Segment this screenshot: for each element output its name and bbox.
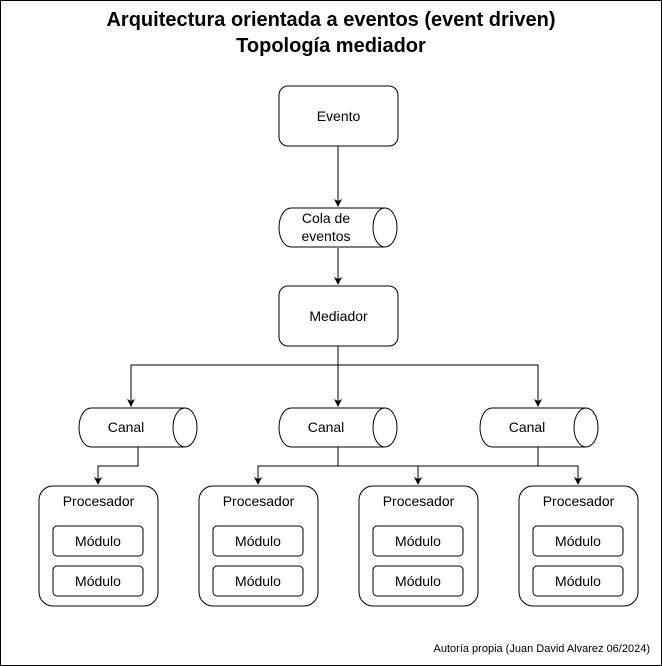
connectors bbox=[94, 146, 582, 485]
modulo-label: Módulo bbox=[555, 573, 601, 589]
modulo-label: Módulo bbox=[395, 533, 441, 549]
connector-canal-left-procesador-1 bbox=[94, 446, 139, 485]
procesador-label: Procesador bbox=[543, 493, 615, 509]
canal-label: Canal bbox=[108, 419, 145, 435]
cola-label-line-1: Cola de bbox=[302, 210, 350, 226]
procesador-label: Procesador bbox=[223, 493, 295, 509]
cola-label-line-2: eventos bbox=[301, 228, 350, 244]
modulo-label: Módulo bbox=[555, 533, 601, 549]
canal-node-right: Canal bbox=[479, 407, 599, 448]
author-footer: Autoría propia (Juan David Alvarez 06/20… bbox=[434, 643, 650, 655]
canal-label: Canal bbox=[509, 419, 546, 435]
modulo-label: Módulo bbox=[235, 573, 281, 589]
modulo-box bbox=[212, 565, 304, 597]
modulo-box bbox=[532, 525, 624, 557]
procesador-label: Procesador bbox=[63, 493, 135, 509]
canal-node-center: Canal bbox=[278, 407, 398, 448]
connector-mediador-canal-left bbox=[127, 345, 339, 407]
procesador-node-3: Procesador Módulo Módulo bbox=[358, 485, 479, 607]
connector-mediador-canal-right bbox=[338, 364, 542, 407]
procesador-node-1: Procesador Módulo Módulo bbox=[38, 485, 159, 607]
procesador-node-4: Procesador Módulo Módulo bbox=[518, 485, 639, 607]
mediador-label: Mediador bbox=[309, 308, 368, 324]
modulo-box bbox=[372, 525, 464, 557]
modulo-box bbox=[372, 565, 464, 597]
connector-canal-right-procesador-4 bbox=[538, 465, 582, 485]
connector-canal-center-procesador-3 bbox=[338, 465, 422, 485]
evento-node: Evento bbox=[278, 85, 399, 147]
modulo-label: Módulo bbox=[75, 573, 121, 589]
diagram-title: Arquitectura orientada a eventos (event … bbox=[1, 7, 661, 59]
canal-node-left: Canal bbox=[78, 407, 198, 448]
modulo-box bbox=[212, 525, 304, 557]
modulo-label: Módulo bbox=[75, 533, 121, 549]
modulo-box bbox=[52, 565, 144, 597]
procesador-node-2: Procesador Módulo Módulo bbox=[198, 485, 319, 607]
cola-eventos-node: Cola de eventos bbox=[278, 207, 398, 248]
title-line-2: Topología mediador bbox=[236, 35, 426, 57]
modulo-box bbox=[52, 525, 144, 557]
modulo-label: Módulo bbox=[235, 533, 281, 549]
modulo-box bbox=[532, 565, 624, 597]
evento-label: Evento bbox=[317, 108, 361, 124]
canal-label: Canal bbox=[308, 419, 345, 435]
connector-canal-center-procesadores bbox=[254, 446, 339, 485]
mediador-node: Mediador bbox=[278, 285, 399, 347]
procesador-label: Procesador bbox=[383, 493, 455, 509]
connector-canal-right-procesadores bbox=[418, 446, 539, 467]
modulo-label: Módulo bbox=[395, 573, 441, 589]
title-line-1: Arquitectura orientada a eventos (event … bbox=[106, 9, 556, 31]
